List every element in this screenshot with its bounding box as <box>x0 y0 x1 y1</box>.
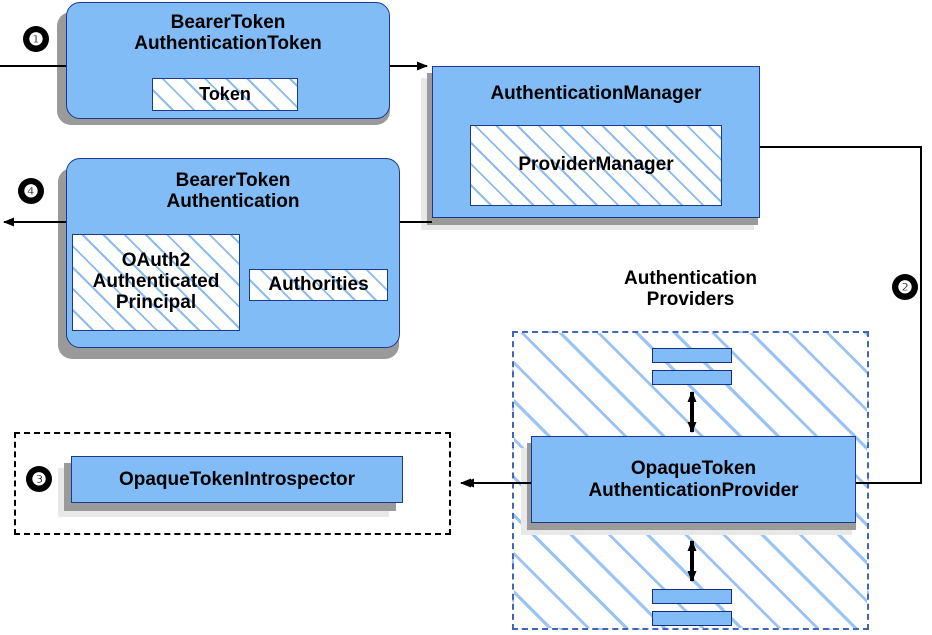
interface-bar-bottom-1 <box>652 589 732 604</box>
authorities-inner-box[interactable]: Authorities <box>249 269 388 301</box>
bearer-token-authentication-token-title: BearerToken AuthenticationToken <box>134 12 322 55</box>
opaque-token-introspector-region <box>14 432 451 535</box>
token-inner-box[interactable]: Token <box>152 78 298 111</box>
step-marker-4: ❹ <box>18 178 44 204</box>
step-marker-2: ❷ <box>892 274 918 300</box>
node-opaque-token-authentication-provider[interactable]: OpaqueToken AuthenticationProvider <box>531 436 856 523</box>
bearer-token-authentication-title: BearerToken Authentication <box>166 170 300 213</box>
interface-bar-bottom-2 <box>652 611 732 626</box>
node-opaque-token-introspector[interactable]: OpaqueTokenIntrospector <box>71 456 403 503</box>
step-marker-3: ❸ <box>26 466 52 492</box>
opaque-token-authentication-provider-title: OpaqueToken AuthenticationProvider <box>588 458 799 501</box>
step-marker-1: ❶ <box>23 26 49 52</box>
opaque-token-introspector-title: OpaqueTokenIntrospector <box>118 468 356 490</box>
interface-bar-top-1 <box>652 348 732 363</box>
provider-manager-inner-box[interactable]: ProviderManager <box>470 125 722 206</box>
oauth2-authenticated-principal-inner-box[interactable]: OAuth2 Authenticated Principal <box>72 234 240 331</box>
authentication-manager-title: AuthenticationManager <box>490 83 702 104</box>
authentication-providers-label: Authentication Providers <box>624 268 757 311</box>
interface-bar-top-2 <box>652 370 732 385</box>
